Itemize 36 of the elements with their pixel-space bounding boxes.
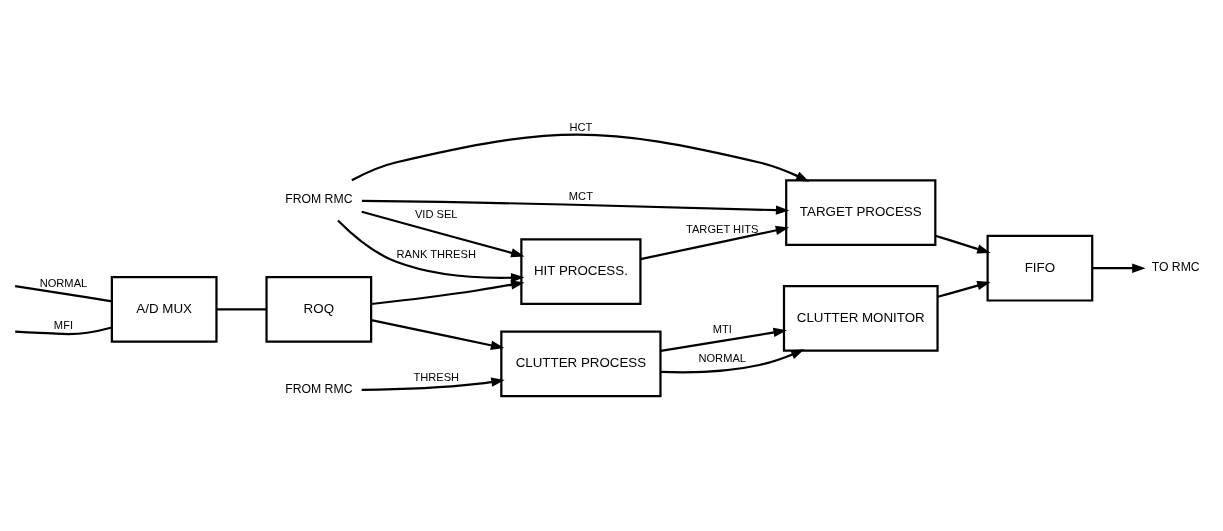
connector xyxy=(15,284,112,302)
arrow xyxy=(361,199,790,215)
edge-label: NORMAL xyxy=(698,351,746,364)
edge-label: THRESH xyxy=(413,370,460,383)
edge-label: RANK THRESH xyxy=(396,247,476,260)
node-box: ROQ xyxy=(265,275,373,343)
node-box: CLUTTER PROCESS xyxy=(500,330,662,397)
node-box: FIFO xyxy=(986,234,1094,302)
arrow xyxy=(337,219,525,282)
node-box: A/D MUX xyxy=(110,275,218,343)
node-box: TARGET PROCESS xyxy=(785,178,937,246)
edge-label: MTI xyxy=(712,322,732,335)
edge-label: TARGET HITS xyxy=(686,222,759,235)
edge-label: MCT xyxy=(568,189,593,202)
arrow xyxy=(660,348,805,373)
edge-label: HCT xyxy=(569,120,593,133)
node-text: FROM RMC xyxy=(285,381,353,396)
edge-label: MFI xyxy=(53,318,74,331)
arrow xyxy=(640,225,790,260)
node-box: CLUTTER MONITOR xyxy=(782,284,939,352)
arrow xyxy=(1092,263,1146,273)
arrow xyxy=(361,376,505,391)
edge-label: NORMAL xyxy=(39,276,88,289)
connector xyxy=(216,307,267,310)
node-box: HIT PROCESS. xyxy=(520,237,642,305)
connector xyxy=(15,325,113,335)
arrow xyxy=(361,210,525,257)
arrow xyxy=(660,327,787,352)
arrow xyxy=(351,133,810,182)
arrow xyxy=(371,318,505,350)
arrow xyxy=(371,279,525,305)
arrow xyxy=(935,234,991,253)
edge-label: VID SEL xyxy=(414,207,458,220)
node-text: TO RMC xyxy=(1151,259,1200,274)
node-text: FROM RMC xyxy=(285,191,353,206)
arrow xyxy=(937,280,991,298)
